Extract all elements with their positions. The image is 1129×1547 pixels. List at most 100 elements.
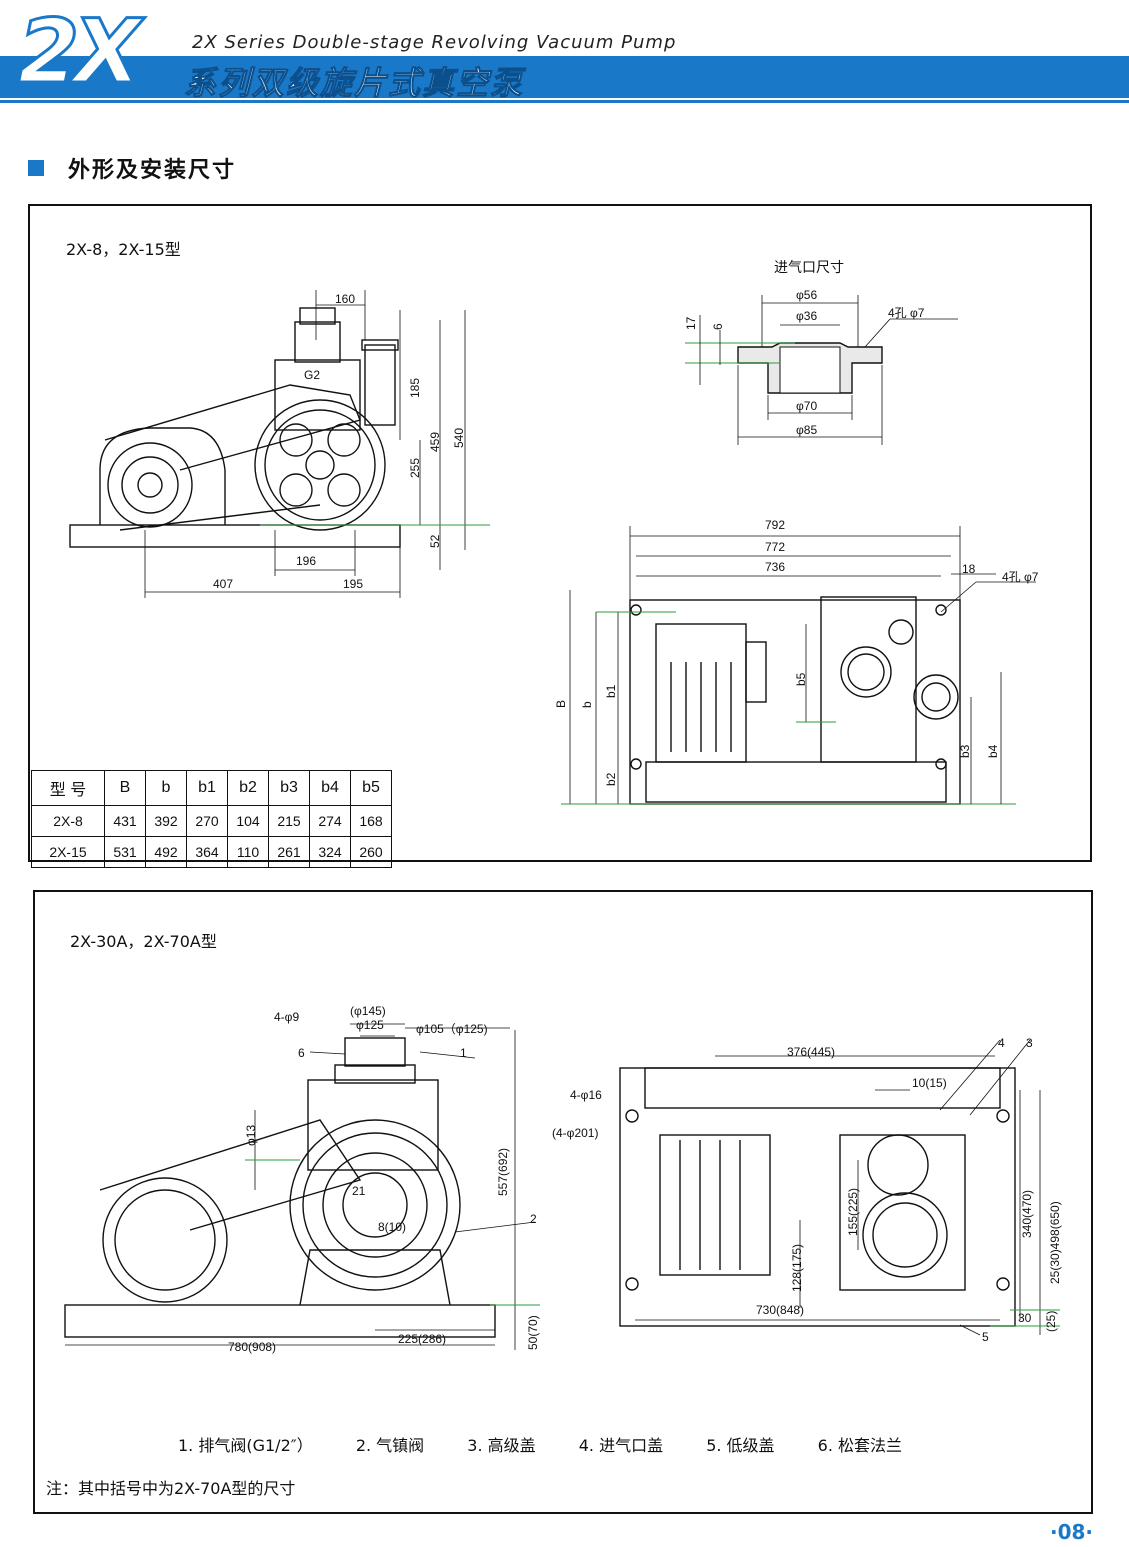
legend-item: 3. 高级盖 [467, 1436, 536, 1455]
label-5: 5 [982, 1330, 989, 1344]
label-4: 4 [998, 1036, 1005, 1050]
table-row: 2X-8 431 392 270 104 215 274 168 [31, 805, 392, 837]
dim-phi13: φ13 [244, 1124, 258, 1146]
dim-185: 185 [408, 377, 422, 398]
dim-g2: G2 [304, 368, 321, 382]
dim-4holes-phi7-plan: 4孔 φ7 [1002, 570, 1039, 584]
table-cell: 260 [350, 836, 392, 868]
legend-item: 2. 气镇阀 [355, 1436, 425, 1455]
header-underline [0, 100, 1129, 103]
legend-item: 1. 排气阀(G1/2″） [178, 1436, 313, 1455]
table-header: 型 号 [31, 770, 105, 806]
label-2: 2 [530, 1212, 537, 1226]
panel-2x8-2x15 [28, 204, 1092, 862]
dim-50: 50(70) [526, 1315, 540, 1350]
dim-25: (25) [1044, 1310, 1058, 1332]
footnote: 注：其中括号中为2X-70A型的尺寸 [46, 1479, 296, 1498]
dim-4-phi16: 4-φ16 [570, 1088, 602, 1102]
table-header: b1 [186, 770, 228, 806]
dim-736: 736 [765, 560, 786, 574]
header-bar [0, 56, 1129, 98]
legend-item: 6. 松套法兰 [817, 1436, 902, 1455]
panel2-model-label: 2X-30A，2X-70A型 [70, 932, 217, 951]
dim-18: 18 [962, 562, 976, 576]
dim-407: 407 [213, 577, 234, 591]
dim-195: 195 [343, 577, 364, 591]
dim-b: b [580, 701, 594, 708]
dim-540: 540 [452, 427, 466, 448]
table-cell: 364 [186, 836, 228, 868]
dim-B: B [554, 699, 568, 708]
table-header: b5 [350, 770, 392, 806]
dim-b4: b4 [986, 744, 1000, 758]
dim-196: 196 [296, 554, 317, 568]
table-cell: 531 [104, 836, 146, 868]
panel1-model-label: 2X-8，2X-15型 [66, 240, 181, 259]
label-3: 3 [1026, 1036, 1033, 1050]
section-title: 外形及安装尺寸 [68, 158, 237, 183]
dim-557: 557(692) [496, 1147, 510, 1196]
dim-160: 160 [335, 292, 356, 306]
dim-phi85: φ85 [796, 423, 818, 437]
table-cell: 110 [227, 836, 269, 868]
dim-498: 25(30)498(650) [1048, 1201, 1062, 1284]
dim-4-phi9: 4-φ9 [274, 1010, 300, 1024]
series-logo: 2X [16, 0, 142, 103]
table-row: 2X-15 531 492 364 110 261 324 260 [31, 836, 392, 868]
parts-legend: 1. 排气阀(G1/2″） 2. 气镇阀 3. 高级盖 4. 进气口盖 5. 低… [178, 1432, 940, 1456]
dim-780: 780(908) [228, 1340, 277, 1354]
title-chinese: 系列双级旋片式真空泵 [183, 64, 525, 103]
table-cell: 324 [309, 836, 351, 868]
dim-255: 255 [408, 457, 422, 478]
legend-item: 4. 进气口盖 [578, 1436, 664, 1455]
table-header-row: 型 号 B b b1 b2 b3 b4 b5 [31, 770, 392, 806]
dim-phi145: (φ145) [350, 1004, 386, 1018]
label-6: 6 [298, 1046, 305, 1060]
table-cell: 261 [268, 836, 310, 868]
dim-225: 225(286) [398, 1332, 447, 1346]
inlet-flange-drawing [685, 295, 958, 445]
table-cell: 104 [227, 805, 269, 837]
dim-10-15: 10(15) [912, 1076, 947, 1090]
dim-b1: b1 [604, 684, 618, 698]
dim-4holes-phi7: 4孔 φ7 [888, 306, 925, 320]
table-cell: 168 [350, 805, 392, 837]
dim-155: 155(225) [846, 1187, 860, 1236]
label-1: 1 [460, 1046, 467, 1060]
table-header: b2 [227, 770, 269, 806]
pump-30a-plan-view-drawing [619, 1040, 1060, 1336]
table-cell: 431 [104, 805, 146, 837]
panel-2x30a-2x70a [33, 890, 1093, 1514]
table-cell: 492 [145, 836, 187, 868]
dim-340: 340(470) [1020, 1189, 1034, 1238]
pump-30a-side-view-drawing [64, 1023, 540, 1350]
table-cell: 392 [145, 805, 187, 837]
dim-730: 730(848) [756, 1303, 805, 1317]
table-cell: 215 [268, 805, 310, 837]
table-cell: 270 [186, 805, 228, 837]
dim-772: 772 [765, 540, 786, 554]
table-header: b [145, 770, 187, 806]
pump-plan-view-drawing [561, 526, 1036, 805]
table-header: b3 [268, 770, 310, 806]
dim-376: 376(445) [787, 1045, 836, 1059]
inlet-title: 进气口尺寸 [774, 260, 844, 276]
dim-phi70: φ70 [796, 399, 818, 413]
pump-side-view-drawing [69, 290, 490, 598]
dim-phi36: φ36 [796, 309, 818, 323]
section-bullet-icon [28, 160, 44, 176]
page-number: ·08· [1050, 1520, 1094, 1544]
dim-21: 21 [352, 1184, 366, 1198]
dim-792: 792 [765, 518, 786, 532]
dim-phi125: φ125 [356, 1018, 384, 1032]
legend-item: 5. 低级盖 [706, 1436, 775, 1455]
dim-459: 459 [428, 431, 442, 452]
dim-phi105: φ105（φ125) [416, 1022, 488, 1036]
dim-30: 30 [1018, 1311, 1032, 1325]
table-header: b4 [309, 770, 351, 806]
dim-6: 6 [711, 323, 725, 330]
dim-b5: b5 [794, 672, 808, 686]
dim-4-phi201: (4-φ201) [552, 1126, 599, 1140]
dim-17: 17 [684, 316, 698, 330]
table-cell: 2X-8 [31, 805, 105, 837]
